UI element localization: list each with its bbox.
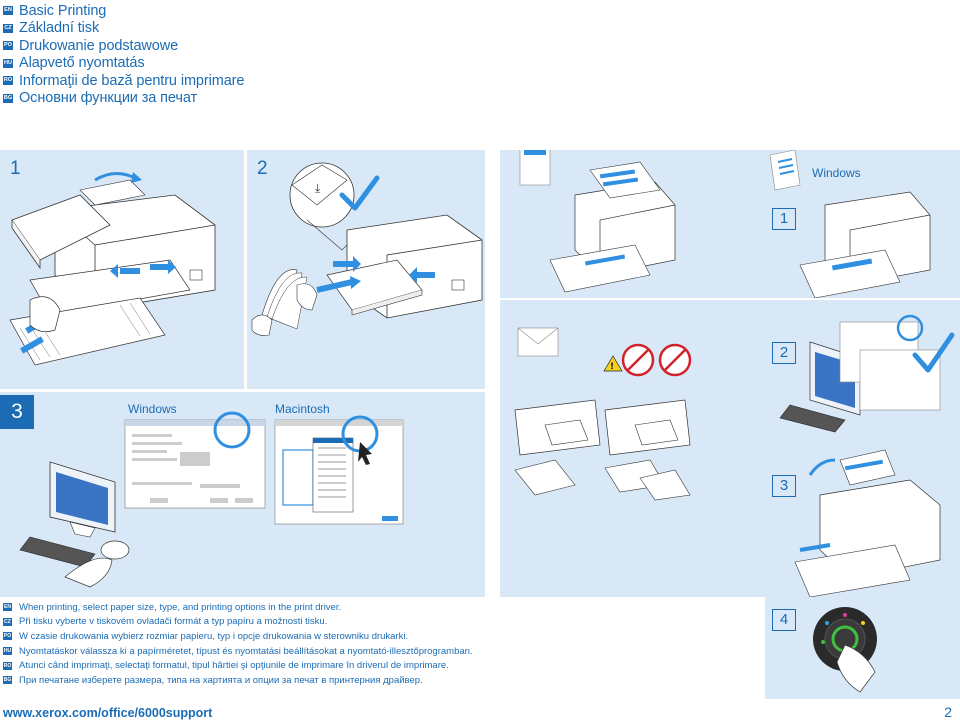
panel-windows-right: Windows 1: [500, 150, 960, 298]
title-bg: BG Основни функции за печат: [3, 90, 244, 108]
instruction-text: W czasie drukowania wybierz rozmiar papi…: [19, 630, 409, 642]
instruction-hu: HU Nyomtatáskor válassza ki a papírméret…: [3, 644, 473, 659]
instruction-cz: CZ Při tisku vyberte v tiskovém ovladači…: [3, 615, 473, 630]
step-number-box: 3: [772, 475, 796, 497]
title-po: PO Drukowanie podstawowe: [3, 37, 244, 55]
title-text: Basic Printing: [19, 2, 107, 19]
title-ro: RO Informaţii de bază pentru imprimare: [3, 72, 244, 90]
title-text: Informaţii de bază pentru imprimare: [19, 72, 245, 89]
page-number: 2: [944, 704, 952, 720]
panel-step-1: 1: [0, 150, 244, 389]
step-number: 2: [257, 158, 268, 179]
instruction-text: Nyomtatáskor válassza ki a papírméretet,…: [19, 645, 473, 657]
instruction-text: When printing, select paper size, type, …: [19, 601, 342, 613]
svg-text:⤓: ⤓: [315, 181, 321, 195]
panel-control: 4: [765, 597, 960, 699]
lang-badge: RO: [3, 661, 12, 670]
instruction-en: EN When printing, select paper size, typ…: [3, 600, 473, 615]
title-hu: HU Alapvető nyomtatás: [3, 55, 244, 73]
panel-envelope: 2 3 !: [500, 300, 960, 597]
lang-badge: RO: [3, 76, 13, 86]
instruction-list: EN When printing, select paper size, typ…: [3, 600, 473, 688]
printer-tray-illustration: [9, 172, 216, 366]
step-number-box: 1: [772, 208, 796, 230]
title-text: Drukowanie podstawowe: [19, 37, 179, 54]
os-label-macintosh: Macintosh: [275, 402, 330, 416]
page-size-illustration: [519, 150, 931, 298]
title-text: Alapvető nyomtatás: [19, 55, 145, 72]
lang-badge: HU: [3, 58, 13, 68]
instruction-text: Atunci când imprimaţi, selectaţi formatu…: [19, 660, 449, 672]
control-panel-illustration: [813, 607, 877, 693]
paper-fan-illustration: ⤓: [251, 162, 483, 336]
lang-badge: EN: [3, 6, 13, 16]
instruction-text: При печатане изберете размера, типа на х…: [19, 674, 423, 686]
title-list: EN Basic Printing CZ Základní tisk PO Dr…: [3, 2, 244, 107]
lang-badge: CZ: [3, 23, 13, 33]
os-label-windows: Windows: [128, 402, 177, 416]
instruction-text: Při tisku vyberte v tiskovém ovladači fo…: [19, 616, 328, 628]
lang-badge: PO: [3, 632, 12, 641]
panel-step-3: 3 Windows Macintosh: [0, 392, 485, 597]
svg-text:!: !: [610, 362, 614, 372]
os-label-windows-right: Windows: [812, 166, 861, 180]
instruction-bg: BG При печатане изберете размера, типа н…: [3, 673, 473, 688]
lang-badge: HU: [3, 647, 12, 656]
step-number-box: 4: [772, 609, 796, 631]
lang-badge: BG: [3, 676, 12, 685]
panel-step-2: 2 ⤓: [247, 150, 485, 389]
title-text: Основни функции за печат: [19, 90, 198, 107]
step-number: 1: [10, 158, 21, 179]
support-link[interactable]: www.xerox.com/office/6000support: [3, 706, 213, 720]
step-number-badge: 3: [0, 395, 34, 429]
title-en: EN Basic Printing: [3, 2, 244, 20]
print-driver-illustration: [19, 411, 404, 588]
instruction-po: PO W czasie drukowania wybierz rozmiar p…: [3, 629, 473, 644]
lang-badge: CZ: [3, 617, 12, 626]
lang-badge: PO: [3, 41, 13, 51]
lang-badge: EN: [3, 603, 12, 612]
lang-badge: BG: [3, 93, 13, 103]
step-number-box: 2: [772, 342, 796, 364]
title-text: Základní tisk: [19, 20, 100, 37]
title-cz: CZ Základní tisk: [3, 20, 244, 38]
envelope-illustration: !: [514, 314, 955, 597]
instruction-ro: RO Atunci când imprimaţi, selectaţi form…: [3, 658, 473, 673]
